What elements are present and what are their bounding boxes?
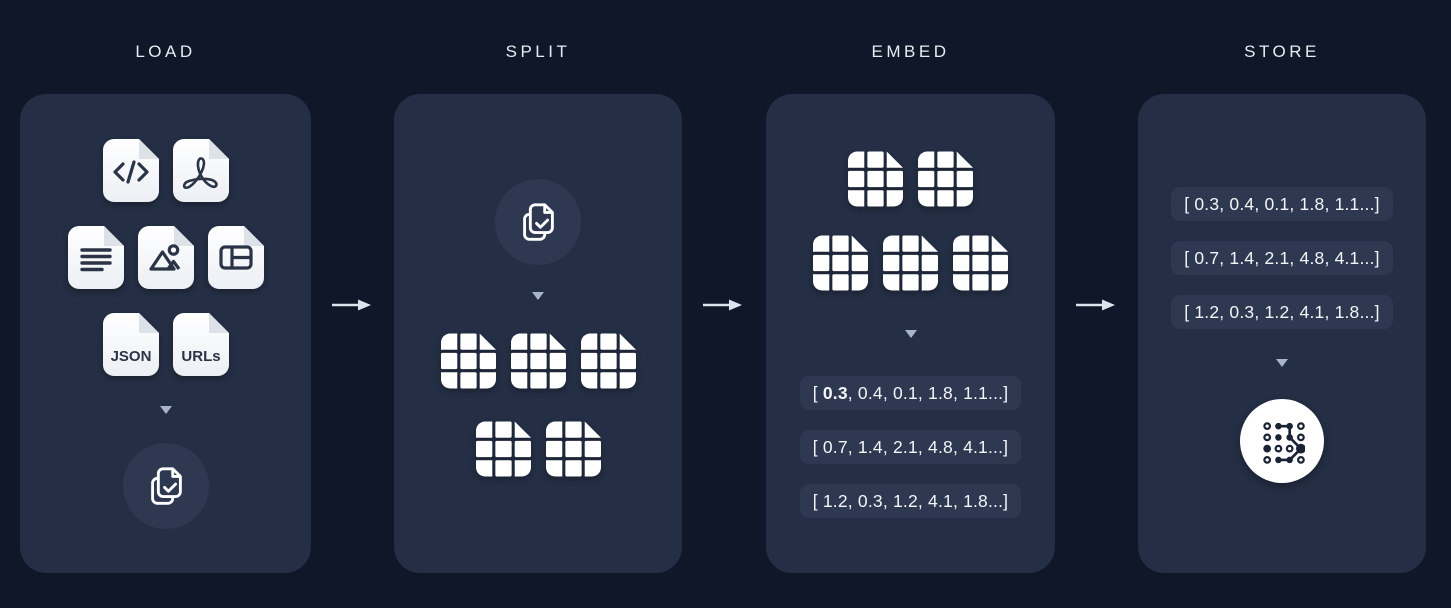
document-loader-circle bbox=[495, 179, 581, 265]
stage-load: LOAD bbox=[20, 0, 311, 608]
stage-store: STORE [ 0.3, 0.4, 0.1, 1.8, 1.1...] [ 0.… bbox=[1138, 0, 1426, 608]
embed-card: [ 0.3, 0.4, 0.1, 1.8, 1.1...] [ 0.7, 1.4… bbox=[766, 94, 1055, 573]
stage-split: SPLIT bbox=[394, 0, 682, 608]
text-file-icon bbox=[68, 226, 124, 289]
embed-chunk-row-2 bbox=[813, 234, 1008, 292]
chunk-grid-icon bbox=[883, 234, 938, 292]
chunk-grid-icon bbox=[511, 332, 566, 390]
load-file-row-3: JSON URLs bbox=[103, 313, 229, 376]
chunk-grid-icon bbox=[476, 420, 531, 478]
urls-file-label: URLs bbox=[181, 348, 220, 365]
vector-text-open: [ bbox=[812, 383, 823, 403]
chunk-grid-icon bbox=[813, 234, 868, 292]
vector-text-rest: , 0.4, 0.1, 1.8, 1.1...] bbox=[847, 383, 1009, 403]
json-file-icon: JSON bbox=[103, 313, 159, 376]
json-file-label: JSON bbox=[110, 348, 151, 365]
right-arrow-icon bbox=[702, 297, 744, 318]
split-chunk-row-2 bbox=[476, 420, 601, 478]
embed-chunk-row-1 bbox=[848, 150, 973, 208]
vector-pill: [ 1.2, 0.3, 1.2, 4.1, 1.8...] bbox=[1171, 295, 1393, 329]
split-chunk-row-1 bbox=[441, 332, 636, 390]
chunk-grid-icon bbox=[581, 332, 636, 390]
vector-store-circle bbox=[1240, 399, 1324, 483]
pdf-file-icon bbox=[173, 139, 229, 202]
down-triangle-icon bbox=[904, 330, 917, 338]
store-title: STORE bbox=[1244, 42, 1320, 61]
urls-file-icon: URLs bbox=[173, 313, 229, 376]
store-card: [ 0.3, 0.4, 0.1, 1.8, 1.1...] [ 0.7, 1.4… bbox=[1138, 94, 1426, 573]
chunk-grid-icon bbox=[918, 150, 973, 208]
load-title: LOAD bbox=[135, 42, 196, 61]
load-file-row-1 bbox=[103, 139, 229, 202]
vector-pill: [ 0.3, 0.4, 0.1, 1.8, 1.1...] bbox=[799, 376, 1022, 410]
vector-pill: [ 0.3, 0.4, 0.1, 1.8, 1.1...] bbox=[1171, 187, 1393, 221]
document-check-icon bbox=[515, 199, 561, 245]
document-check-icon bbox=[143, 463, 189, 509]
document-loader-circle bbox=[122, 443, 209, 529]
vector-store-icon bbox=[1259, 418, 1305, 464]
chunk-grid-icon bbox=[546, 420, 601, 478]
chunk-grid-icon bbox=[953, 234, 1008, 292]
image-file-icon bbox=[138, 226, 194, 289]
down-triangle-icon bbox=[532, 292, 544, 300]
embed-title: EMBED bbox=[871, 42, 950, 61]
split-title: SPLIT bbox=[505, 42, 571, 61]
down-triangle-icon bbox=[159, 406, 172, 414]
vector-pill: [ 0.7, 1.4, 2.1, 4.8, 4.1...] bbox=[799, 430, 1022, 464]
load-file-row-2 bbox=[68, 226, 264, 289]
chunk-grid-icon bbox=[848, 150, 903, 208]
right-arrow-icon bbox=[1075, 297, 1117, 318]
chunk-grid-icon bbox=[441, 332, 496, 390]
vector-text-bold: 0.3 bbox=[822, 383, 848, 403]
right-arrow-icon bbox=[331, 297, 373, 318]
load-card: JSON URLs bbox=[20, 94, 311, 573]
vector-pill: [ 1.2, 0.3, 1.2, 4.1, 1.8...] bbox=[799, 484, 1022, 518]
vector-pill: [ 0.7, 1.4, 2.1, 4.8, 4.1...] bbox=[1171, 241, 1393, 275]
split-card bbox=[394, 94, 682, 573]
down-triangle-icon bbox=[1276, 359, 1288, 367]
stage-embed: EMBED [ 0.3, 0.4, 0.1, 1.8, 1.1...] [ 0.… bbox=[766, 0, 1055, 608]
code-file-icon bbox=[103, 139, 159, 202]
table-file-icon bbox=[208, 226, 264, 289]
